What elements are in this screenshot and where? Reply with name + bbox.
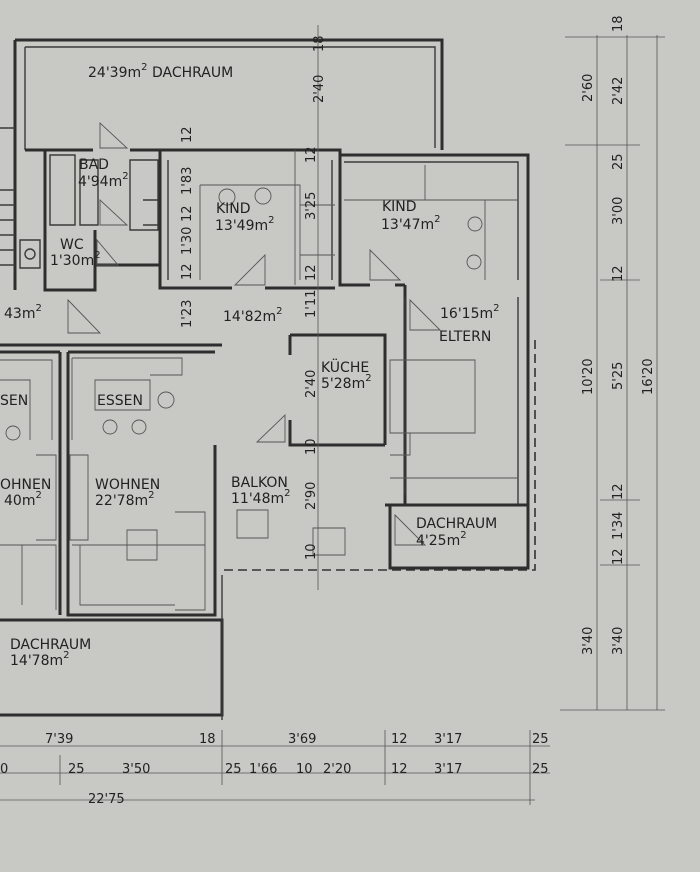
svg-text:12: 12 — [391, 732, 408, 747]
svg-text:43m2: 43m2 — [4, 303, 42, 322]
room-wohnen-left: OHNEN 40m2 — [0, 477, 51, 509]
svg-text:KIND: KIND — [382, 199, 417, 215]
svg-text:13'47m2: 13'47m2 — [381, 214, 441, 233]
svg-text:3'00: 3'00 — [611, 197, 626, 225]
svg-text:11'48m2: 11'48m2 — [231, 488, 291, 507]
svg-text:BAD: BAD — [79, 157, 109, 173]
svg-text:40m2: 40m2 — [4, 490, 42, 509]
svg-text:12: 12 — [611, 483, 626, 500]
svg-text:2'60: 2'60 — [581, 74, 596, 102]
svg-text:5'25: 5'25 — [611, 362, 626, 390]
svg-text:7'39: 7'39 — [45, 732, 73, 747]
svg-text:12: 12 — [304, 264, 319, 281]
svg-text:1'30m2: 1'30m2 — [50, 250, 101, 269]
svg-text:22'78m2: 22'78m2 — [95, 490, 155, 509]
svg-text:KÜCHE: KÜCHE — [321, 358, 369, 376]
svg-text:18: 18 — [199, 732, 216, 747]
svg-text:3'17: 3'17 — [434, 732, 462, 747]
room-essen: ESSEN — [97, 393, 143, 409]
svg-text:3'69: 3'69 — [288, 732, 316, 747]
svg-text:3'50: 3'50 — [122, 762, 150, 777]
svg-text:10: 10 — [304, 438, 319, 455]
svg-text:2'20: 2'20 — [323, 762, 351, 777]
svg-text:KIND: KIND — [216, 201, 251, 217]
svg-text:3'40: 3'40 — [611, 627, 626, 655]
svg-text:18: 18 — [611, 15, 626, 32]
svg-text:1'66: 1'66 — [249, 762, 277, 777]
svg-text:WC: WC — [60, 237, 84, 253]
room-wohnen: WOHNEN 22'78m2 — [95, 477, 160, 509]
svg-text:25: 25 — [532, 762, 549, 777]
svg-text:14'82m2: 14'82m2 — [223, 306, 283, 325]
svg-text:BALKON: BALKON — [231, 475, 288, 491]
svg-text:10'20: 10'20 — [581, 358, 596, 395]
svg-text:SEN: SEN — [0, 393, 28, 409]
svg-text:4'25m2: 4'25m2 — [416, 530, 467, 549]
svg-text:25: 25 — [68, 762, 85, 777]
furniture — [0, 150, 518, 611]
room-dachraum-bottom: DACHRAUM 14'78m2 — [10, 637, 91, 669]
bottom-dimension-labels: 7'39 18 3'69 12 3'17 25 0 25 3'50 25 1'6… — [0, 732, 549, 807]
svg-text:12: 12 — [180, 205, 195, 222]
svg-text:1'83: 1'83 — [180, 167, 195, 195]
svg-text:2'40: 2'40 — [304, 370, 319, 398]
inner-dimension-labels: 18 2'40 12 1'83 12 1'30 12 1'23 12 3'25 … — [180, 35, 327, 560]
svg-text:3'17: 3'17 — [434, 762, 462, 777]
svg-text:12: 12 — [611, 265, 626, 282]
svg-text:18: 18 — [312, 35, 327, 52]
svg-text:25: 25 — [532, 732, 549, 747]
room-kind-1: KIND 13'49m2 — [215, 201, 275, 234]
door-swings — [67, 121, 442, 546]
dimension-lines — [0, 25, 665, 805]
room-kueche: KÜCHE 5'28m2 — [321, 358, 372, 392]
room-eltern: 16'15m2 ELTERN — [439, 303, 500, 345]
svg-text:10: 10 — [304, 543, 319, 560]
svg-text:3'25: 3'25 — [304, 192, 319, 220]
svg-text:12: 12 — [180, 126, 195, 143]
svg-text:22'75: 22'75 — [88, 792, 125, 807]
svg-text:OHNEN: OHNEN — [0, 477, 51, 493]
svg-text:DACHRAUM: DACHRAUM — [10, 637, 91, 653]
svg-text:25: 25 — [225, 762, 242, 777]
room-bad: BAD 4'94m2 — [78, 157, 129, 190]
svg-text:2'40: 2'40 — [312, 75, 327, 103]
room-dachraum-small: DACHRAUM 4'25m2 — [416, 516, 497, 549]
svg-text:25: 25 — [611, 153, 626, 170]
svg-text:2'42: 2'42 — [611, 77, 626, 105]
svg-text:14'78m2: 14'78m2 — [10, 650, 70, 669]
svg-text:WOHNEN: WOHNEN — [95, 477, 160, 493]
svg-text:1'11: 1'11 — [304, 290, 319, 318]
svg-text:12: 12 — [391, 762, 408, 777]
room-dachraum-top: 24'39m2 DACHRAUM — [88, 62, 233, 81]
svg-text:1'34: 1'34 — [611, 512, 626, 540]
svg-text:16'15m2: 16'15m2 — [440, 303, 500, 322]
svg-text:24'39m2 DACHRAUM: 24'39m2 DACHRAUM — [88, 62, 233, 81]
svg-text:3'40: 3'40 — [581, 627, 596, 655]
room-balkon: BALKON 11'48m2 — [231, 475, 291, 507]
room-wc: WC 1'30m2 — [50, 237, 101, 269]
svg-text:10: 10 — [296, 762, 313, 777]
svg-text:ESSEN: ESSEN — [97, 393, 143, 409]
room-essen-left: SEN — [0, 393, 28, 409]
svg-text:DACHRAUM: DACHRAUM — [416, 516, 497, 532]
svg-text:16'20: 16'20 — [641, 358, 656, 395]
room-kind-2: KIND 13'47m2 — [381, 199, 441, 233]
svg-text:1'30: 1'30 — [180, 227, 195, 255]
svg-text:4'94m2: 4'94m2 — [78, 171, 129, 190]
svg-text:12: 12 — [611, 548, 626, 565]
svg-text:1'23: 1'23 — [180, 300, 195, 328]
walls — [0, 38, 536, 720]
room-flur: 14'82m2 — [223, 306, 283, 325]
room-flur-left: 43m2 — [4, 303, 42, 322]
svg-text:12: 12 — [180, 263, 195, 280]
right-dimension-labels: 2'60 10'20 3'40 18 2'42 25 3'00 12 5'25 … — [581, 15, 656, 655]
svg-text:13'49m2: 13'49m2 — [215, 215, 275, 234]
svg-text:2'90: 2'90 — [304, 482, 319, 510]
svg-text:12: 12 — [304, 146, 319, 163]
svg-text:5'28m2: 5'28m2 — [321, 373, 372, 392]
svg-text:0: 0 — [0, 762, 8, 777]
svg-text:ELTERN: ELTERN — [439, 329, 491, 345]
